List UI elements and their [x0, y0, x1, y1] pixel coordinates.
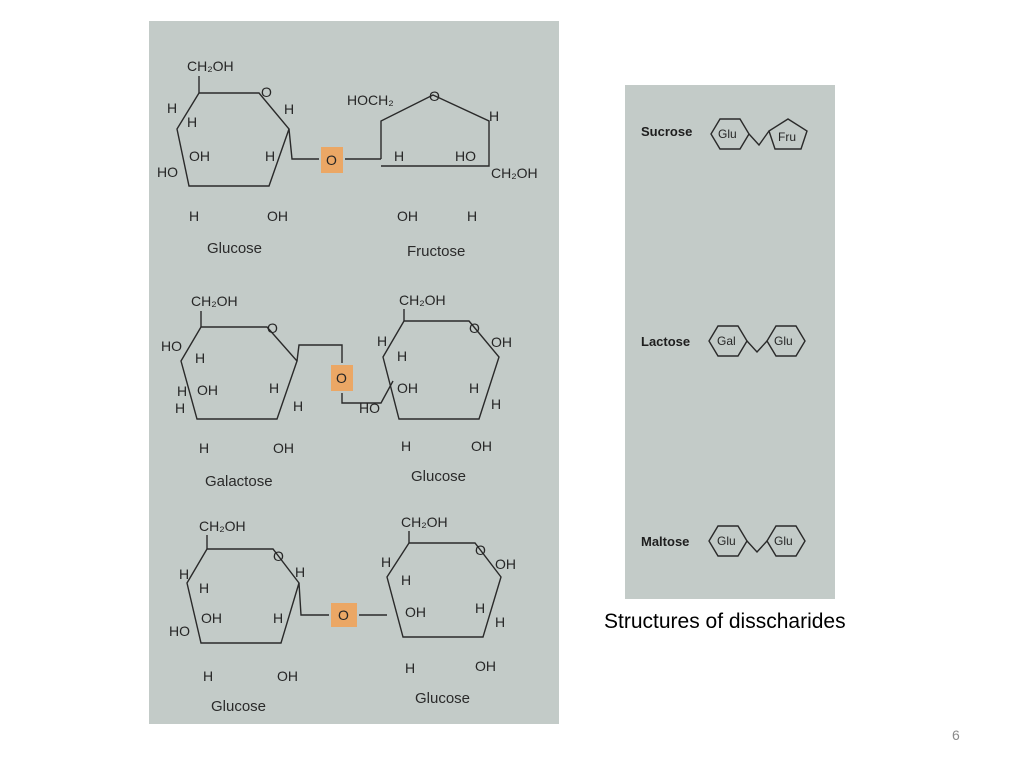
- svg-text:OH: OH: [471, 438, 492, 454]
- svg-text:OH: OH: [277, 668, 298, 684]
- svg-text:H: H: [167, 100, 177, 116]
- svg-text:H: H: [199, 580, 209, 596]
- svg-text:H: H: [284, 101, 294, 117]
- svg-text:O: O: [267, 320, 278, 336]
- svg-text:HO: HO: [157, 164, 178, 180]
- svg-text:H: H: [265, 148, 275, 164]
- sugar-name-glucose: Glucose: [207, 240, 262, 257]
- svg-text:OH: OH: [475, 658, 496, 674]
- svg-text:OH: OH: [405, 604, 426, 620]
- svg-text:OH: OH: [267, 208, 288, 224]
- glycosidic-oxygen-highlight: [321, 147, 343, 173]
- schematic-svg: Sucrose Glu Fru Lactose Gal Glu Maltose …: [641, 118, 808, 557]
- glucose-ch2oh: CH₂OH: [187, 58, 234, 74]
- svg-text:H: H: [467, 208, 477, 224]
- maltose-schematic: Maltose Glu Glu: [641, 525, 806, 557]
- svg-text:H: H: [405, 660, 415, 676]
- page-number: 6: [952, 727, 960, 743]
- svg-text:H: H: [189, 208, 199, 224]
- svg-text:H: H: [475, 600, 485, 616]
- svg-text:Glu: Glu: [718, 127, 737, 141]
- svg-text:H: H: [469, 380, 479, 396]
- glucose-ch2oh: CH₂OH: [401, 514, 448, 530]
- glycosidic-oxygen: O: [326, 152, 337, 168]
- svg-text:H: H: [177, 383, 187, 399]
- lactose-structure: CH₂OH O HO H H OH H H H H OH Galactose O…: [161, 292, 512, 490]
- fructose-hoch2: HOCH₂: [347, 92, 394, 108]
- sucrose-structure: CH₂OH O H H H OH HO H H OH Glucose O HOC…: [157, 58, 538, 260]
- svg-text:H: H: [195, 350, 205, 366]
- svg-text:H: H: [397, 348, 407, 364]
- svg-text:H: H: [495, 614, 505, 630]
- glycosidic-oxygen-highlight: [331, 365, 353, 391]
- svg-text:H: H: [381, 554, 391, 570]
- sugar-name-glucose: Glucose: [415, 690, 470, 707]
- sugar-name-glucose: Glucose: [211, 698, 266, 715]
- svg-text:HO: HO: [455, 148, 476, 164]
- svg-text:HO: HO: [359, 400, 380, 416]
- maltose-label: Maltose: [641, 534, 689, 549]
- svg-text:H: H: [273, 610, 283, 626]
- maltose-structure: CH₂OH O H H H OH HO H H OH Glucose O CH₂…: [169, 514, 516, 715]
- svg-text:HO: HO: [169, 623, 190, 639]
- glu-ring-icon: [708, 525, 748, 557]
- lactose-schematic: Lactose Gal Glu: [641, 325, 806, 357]
- svg-text:OH: OH: [189, 148, 210, 164]
- svg-text:H: H: [377, 333, 387, 349]
- sugar-name-galactose: Galactose: [205, 473, 273, 490]
- svg-text:HO: HO: [161, 338, 182, 354]
- lactose-label: Lactose: [641, 334, 690, 349]
- svg-text:H: H: [187, 114, 197, 130]
- svg-text:O: O: [273, 548, 284, 564]
- svg-text:Glu: Glu: [717, 534, 736, 548]
- svg-text:O: O: [336, 370, 347, 386]
- svg-text:OH: OH: [201, 610, 222, 626]
- sugar-name-fructose: Fructose: [407, 243, 465, 260]
- svg-text:Gal: Gal: [717, 334, 736, 348]
- fru-ring-icon: [768, 118, 808, 150]
- disaccharide-schematic-figure: Sucrose Glu Fru Lactose Gal Glu Maltose …: [625, 85, 835, 599]
- disaccharide-structures-figure: CH₂OH O H H H OH HO H H OH Glucose O HOC…: [149, 21, 559, 724]
- glucose-ch2oh: CH₂OH: [199, 518, 246, 534]
- sucrose-label: Sucrose: [641, 124, 692, 139]
- svg-text:H: H: [489, 108, 499, 124]
- svg-text:Glu: Glu: [774, 534, 793, 548]
- sucrose-schematic: Sucrose Glu Fru: [641, 118, 808, 150]
- svg-text:OH: OH: [397, 208, 418, 224]
- svg-text:H: H: [199, 440, 209, 456]
- glucose-ch2oh: CH₂OH: [399, 292, 446, 308]
- svg-text:OH: OH: [495, 556, 516, 572]
- svg-text:OH: OH: [397, 380, 418, 396]
- svg-text:H: H: [179, 566, 189, 582]
- svg-text:OH: OH: [491, 334, 512, 350]
- glu-ring-icon: [710, 118, 750, 150]
- svg-text:O: O: [469, 320, 480, 336]
- svg-text:H: H: [491, 396, 501, 412]
- structures-svg: CH₂OH O H H H OH HO H H OH Glucose O HOC…: [157, 58, 538, 715]
- svg-text:H: H: [401, 438, 411, 454]
- svg-text:H: H: [269, 380, 279, 396]
- glu-ring-icon: [766, 325, 806, 357]
- glu-ring-icon: [766, 525, 806, 557]
- svg-text:O: O: [429, 88, 440, 104]
- glycosidic-oxygen-highlight: [331, 603, 357, 627]
- svg-text:H: H: [175, 400, 185, 416]
- svg-text:OH: OH: [197, 382, 218, 398]
- svg-text:H: H: [295, 564, 305, 580]
- svg-text:H: H: [394, 148, 404, 164]
- ring-oxygen: O: [261, 84, 272, 100]
- figure-caption: Structures of disscharides: [604, 610, 846, 633]
- svg-text:O: O: [338, 607, 349, 623]
- sugar-name-glucose: Glucose: [411, 468, 466, 485]
- svg-text:H: H: [293, 398, 303, 414]
- svg-text:OH: OH: [273, 440, 294, 456]
- svg-text:H: H: [401, 572, 411, 588]
- gal-ring-icon: [708, 325, 748, 357]
- fructose-ch2oh: CH₂OH: [491, 165, 538, 181]
- svg-text:O: O: [475, 542, 486, 558]
- svg-text:Fru: Fru: [778, 130, 796, 144]
- svg-text:H: H: [203, 668, 213, 684]
- svg-text:Glu: Glu: [774, 334, 793, 348]
- galactose-ch2oh: CH₂OH: [191, 293, 238, 309]
